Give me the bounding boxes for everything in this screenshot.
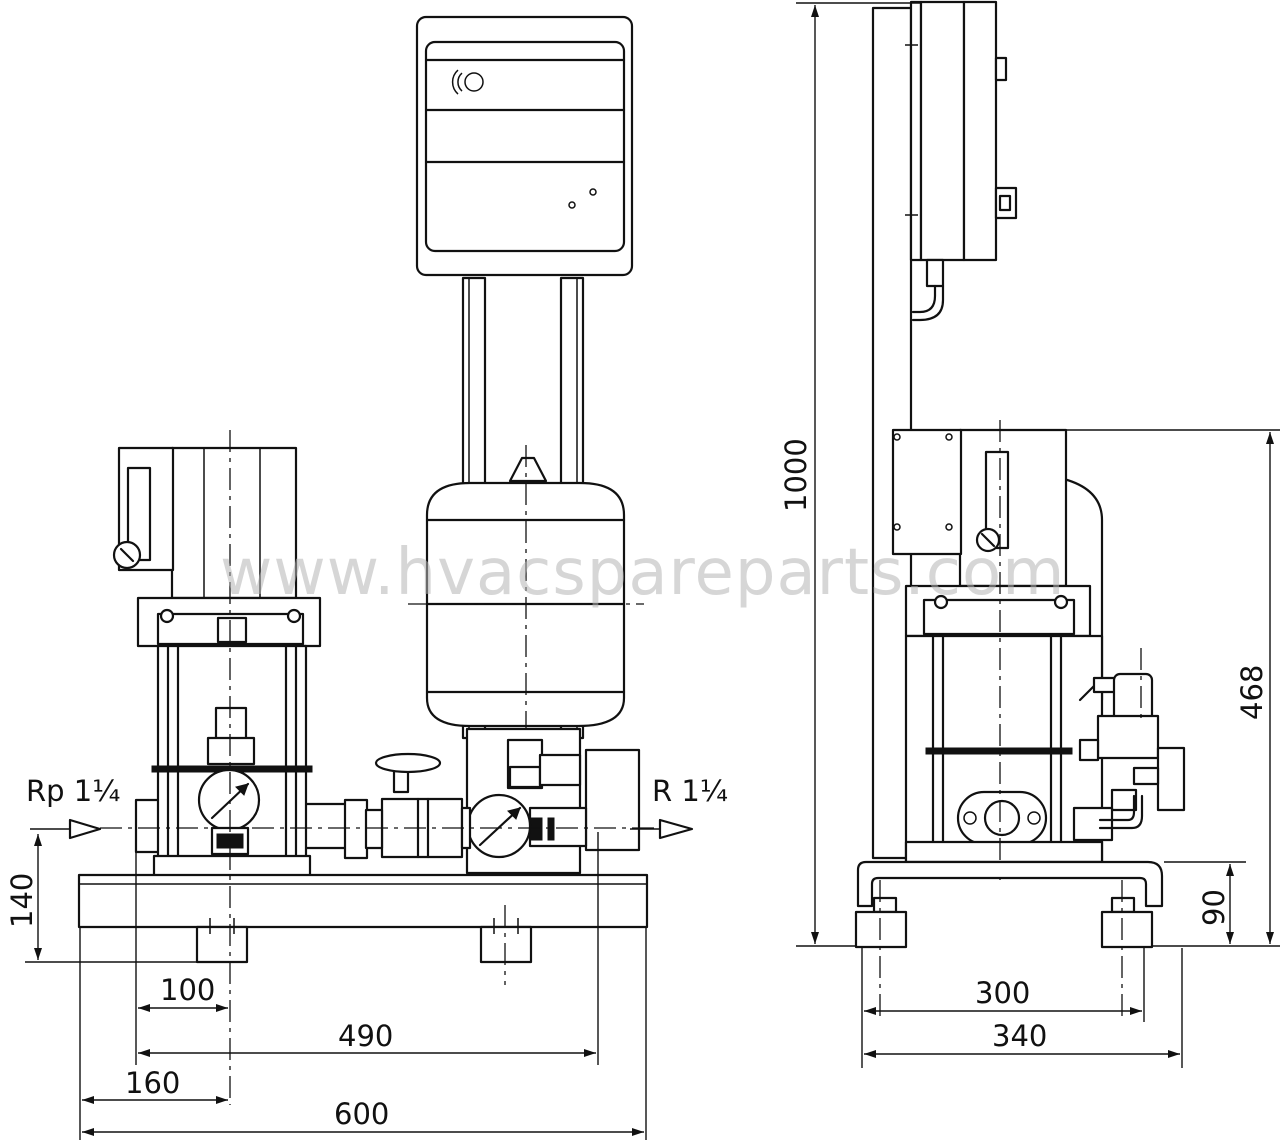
dim-label-90: 90 — [1197, 889, 1231, 926]
panel-logo-icon — [464, 72, 484, 92]
pressure-switch — [1072, 672, 1186, 842]
dim-label-600: 600 — [334, 1097, 389, 1131]
dimension-connection-span: 490 — [138, 832, 599, 1065]
front-view: Rp 1¼ R 1¼ 140 100 490 160 — [5, 15, 728, 1140]
dim-label-100: 100 — [160, 973, 215, 1007]
side-base-channel — [854, 860, 1164, 1020]
pump-side — [891, 428, 1104, 864]
inlet-flow-arrow — [30, 818, 102, 840]
dim-label-468: 468 — [1235, 665, 1269, 720]
side-damper-right — [1100, 910, 1154, 949]
outlet-flow-arrow — [630, 818, 694, 840]
side-view: 1000 468 90 300 340 — [779, 0, 1280, 1068]
pump-manometer-icon — [197, 768, 261, 832]
dimension-total-height: 1000 — [779, 2, 920, 947]
dim-label-1000: 1000 — [779, 438, 813, 512]
side-damper-left — [854, 910, 908, 949]
dim-label-160: 160 — [125, 1066, 180, 1100]
dim-label-490: 490 — [338, 1019, 393, 1053]
inlet-connection-label: Rp 1¼ — [26, 774, 120, 808]
dimension-foot-spacing: 300 — [861, 948, 1145, 1068]
dimension-base-length: 600 — [82, 928, 647, 1140]
indicator-led-icon — [589, 188, 597, 196]
terminal-box — [891, 428, 963, 556]
dimension-base-width: 340 — [864, 948, 1183, 1068]
control-panel — [415, 15, 634, 277]
outlet-connection-label: R 1¼ — [652, 774, 728, 808]
dim-label-140: 140 — [5, 873, 39, 928]
dim-label-300: 300 — [975, 976, 1030, 1010]
dimension-pump-axis: 100 — [135, 852, 228, 1065]
valve-handwheel-icon — [374, 752, 442, 774]
indicator-led-icon — [568, 201, 576, 209]
dimension-inlet-height: 140 — [5, 834, 200, 963]
dimension-pump-height: 468 — [1066, 429, 1280, 947]
ball-valve — [374, 752, 464, 859]
control-cabinet-side — [905, 0, 1018, 322]
pressure-vessel — [408, 445, 644, 745]
dimension-pump-from-edge: 160 — [79, 928, 228, 1140]
base-frame — [77, 873, 649, 964]
vibration-damper-right — [479, 925, 533, 964]
watermark-text: www.hvacspareparts.com — [220, 536, 1065, 610]
dim-label-340: 340 — [992, 1019, 1047, 1053]
dimension-foot-height: 90 — [1164, 861, 1246, 944]
vibration-damper-left — [195, 925, 249, 964]
valve-block — [465, 727, 641, 875]
